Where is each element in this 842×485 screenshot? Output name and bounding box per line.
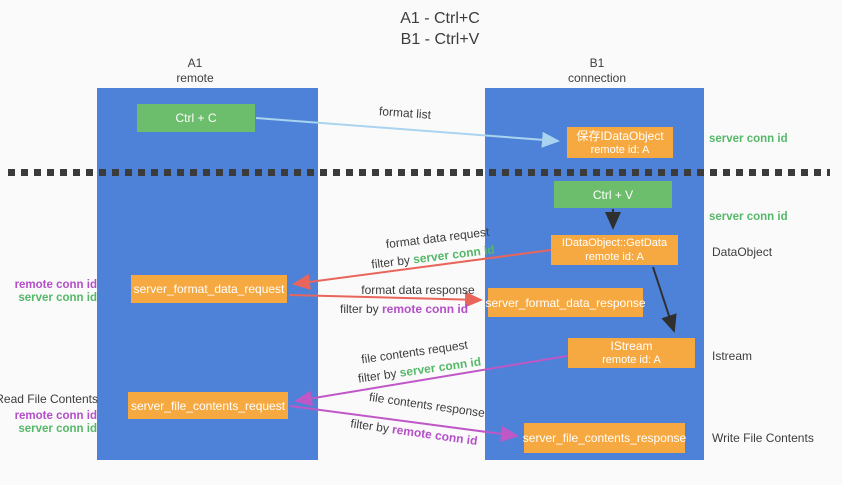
box-ctrl-v: Ctrl + V [554,181,672,208]
lane-b1-subtitle: connection [567,71,627,85]
box-idataobject-getdata: IDataObject::GetData remote id: A [551,235,678,265]
lane-a1-name: A1 [187,56,203,70]
label-server-conn-id-mid: server conn id [709,211,788,223]
box-server-format-data-response: server_format_data_response [485,288,646,317]
label-remote-conn-id-left1: remote conn id [14,279,97,291]
ctrl-v-label: Ctrl + V [592,187,634,202]
lane-a1-subtitle: remote [176,71,214,85]
box-server-format-data-request: server_format_data_request [131,275,287,303]
lane-header-a1: A1 remote [135,56,255,86]
label-server-conn-id-left2: server conn id [18,423,97,435]
box-server-file-contents-request: server_file_contents_request [128,392,288,419]
file-request-label: server_file_contents_request [130,398,286,413]
file-response-label: server_file_contents_response [522,431,687,445]
lane-header-b1: B1 connection [537,56,657,86]
label-server-conn-id-top: server conn id [709,133,788,145]
filter-value-remote-conn-id-1: remote conn id [382,302,469,316]
label-remote-conn-id-left2: remote conn id [14,410,97,422]
label-dataobject: DataObject [712,245,773,259]
label-format-list: format list [378,104,432,122]
title-line-copy: A1 - Ctrl+C [400,10,480,27]
page-title: A1 - Ctrl+C B1 - Ctrl+V [300,8,580,50]
label-filter-by-remote-conn-id-1: filter by remote conn id [340,302,468,316]
format-request-label: server_format_data_request [133,282,285,296]
lane-b1-name: B1 [589,56,605,70]
filter-by-text-4: filter by [349,416,394,437]
filter-value-remote-conn-id-2: remote conn id [391,422,479,449]
getdata-line2: remote id: A [585,251,644,263]
filter-by-text-3: filter by [357,365,401,386]
box-server-file-contents-response: server_file_contents_response [522,423,687,453]
label-server-conn-id-left1: server conn id [18,292,97,304]
save-idataobject-line2: remote id: A [590,143,650,156]
getdata-line1: IDataObject::GetData [561,237,668,249]
filter-by-text-2: filter by [340,302,383,316]
label-file-contents-response: file contents response [368,389,486,421]
dotted-divider [8,169,830,176]
label-filter-by-remote-conn-id-2: filter by remote conn id [349,416,479,449]
ctrl-c-label: Ctrl + C [175,111,217,125]
istream-line2: remote id: A [602,354,661,366]
title-line-paste: B1 - Ctrl+V [400,31,480,48]
format-response-label: server_format_data_response [485,295,646,310]
save-idataobject-line1: 保存IDataObject [576,128,664,143]
label-read-file-contents: Read File Contents [0,392,98,406]
box-istream: IStream remote id: A [568,338,695,368]
box-save-idataobject: 保存IDataObject remote id: A [567,127,673,158]
filter-by-text-1: filter by [370,252,414,272]
label-istream: Istream [712,349,753,363]
label-write-file-contents: Write File Contents [712,431,814,445]
label-format-data-response: format data response [361,283,475,297]
istream-line1: IStream [610,339,653,353]
box-ctrl-c: Ctrl + C [137,104,255,132]
